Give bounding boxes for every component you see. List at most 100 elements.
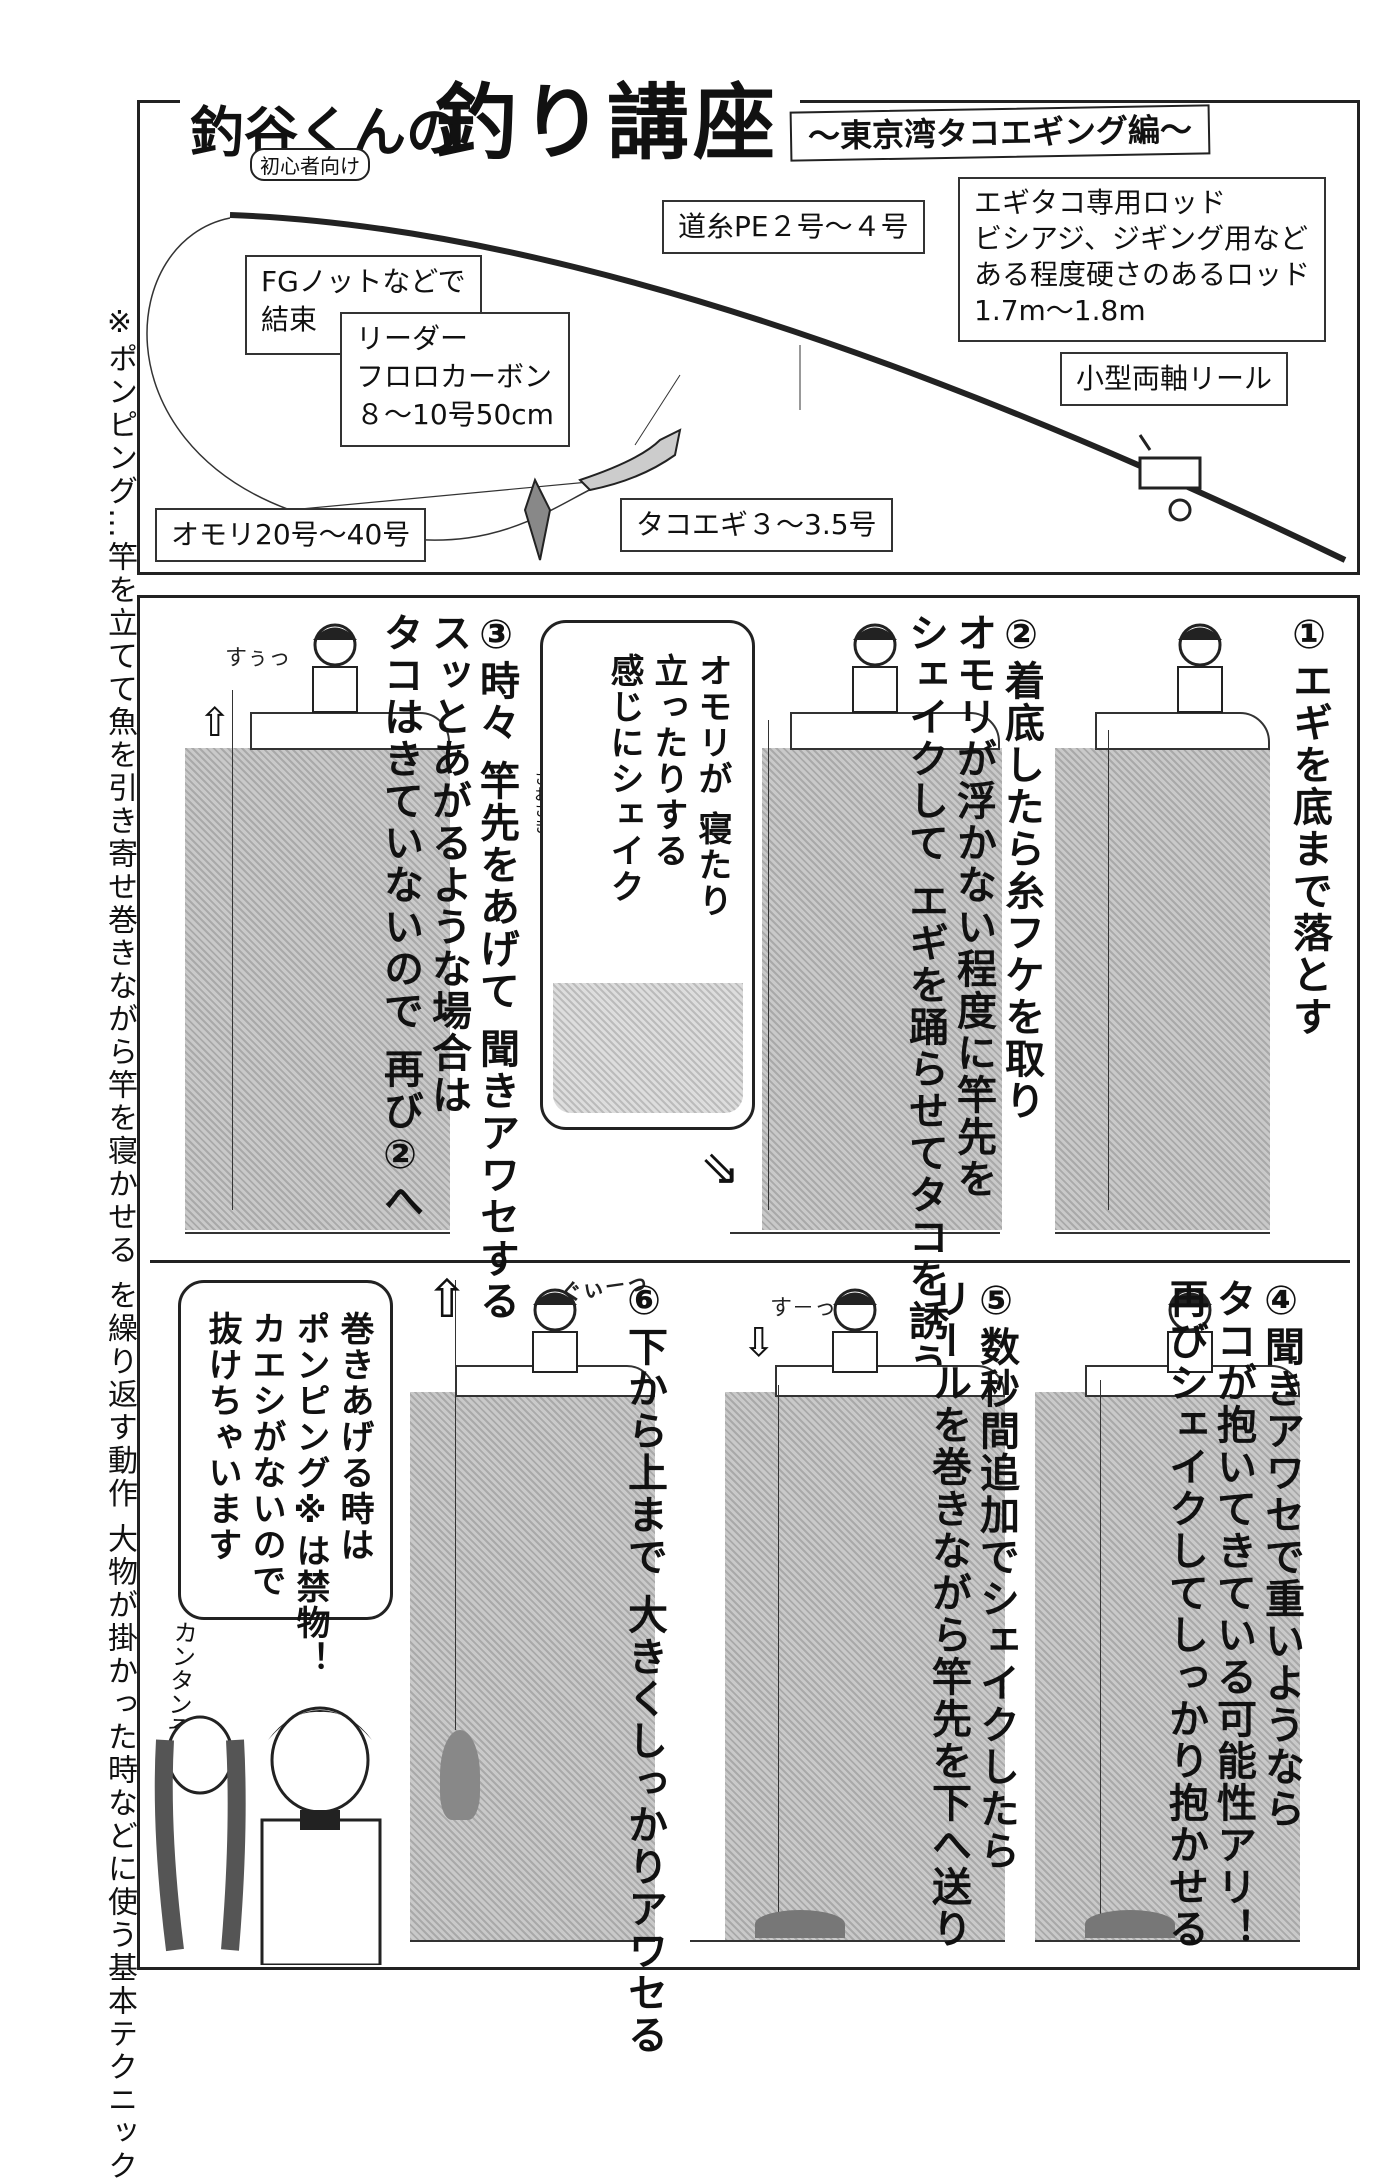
title-block: 釣谷くんの 初心者向け 釣り講座 xyxy=(180,48,800,181)
step2-line-2: オモリが浮かない程度に竿先を xyxy=(950,612,996,1200)
water-step3 xyxy=(185,748,450,1230)
pier-step2 xyxy=(790,712,1000,750)
angler-step1 xyxy=(1177,623,1223,713)
step4-line-1: 聞きアワセで重いようなら xyxy=(1258,1326,1304,1830)
up-arrow-icon: ⇧ xyxy=(198,700,232,746)
angler-step6 xyxy=(532,1288,578,1373)
step3-line-1: 時々 竿先をあげて 聞きアワセする xyxy=(473,660,519,1322)
leader-line xyxy=(289,479,611,511)
step5-line-1: 数秒間追加でシェイクしたら xyxy=(973,1326,1019,1872)
step2-number: ② xyxy=(998,612,1044,660)
knot-label-line-1: FGノットなどで xyxy=(261,265,466,298)
rod-label: エギタコ専用ロッド ビシアジ、ジギング用など ある程度硬さのあるロッド 1.7m… xyxy=(958,177,1327,342)
egi-label: タコエギ３〜3.5号 xyxy=(620,498,893,552)
shake-line-2: 立ったりする xyxy=(648,653,688,869)
sinker-label: オモリ20号〜40号 xyxy=(155,508,427,562)
step3-text: ③時々 竿先をあげて 聞きアワセする スッとあがるような場合は タコはきていない… xyxy=(377,612,520,1322)
leader-label-line-3: ８〜10号50cm xyxy=(356,398,554,431)
step1-text: ①エギを底まで落とす xyxy=(1285,612,1333,1232)
shake-illustration xyxy=(553,983,743,1113)
step5-number: ⑤ xyxy=(973,1278,1019,1326)
fishing-line-step1 xyxy=(1108,730,1109,1210)
step6-line-1: 下から上まで 大きくしっかりアワセる xyxy=(621,1326,667,2056)
sinker-icon xyxy=(523,477,552,561)
seabed-step5 xyxy=(690,1940,1005,1942)
seabed-step4 xyxy=(1035,1940,1300,1942)
characters-illustration xyxy=(154,1706,382,1965)
egi-icon xyxy=(578,428,682,492)
knot-label-line-2: 結束 xyxy=(261,303,318,336)
water-step4 xyxy=(1035,1392,1300,1940)
rod-label-line-2: ビシアジ、ジギング用など xyxy=(974,222,1309,255)
seabed-step1 xyxy=(1055,1232,1270,1234)
line-label: 道糸PE２号〜４号 xyxy=(662,200,925,254)
warning-line-1: 巻きあげる時は xyxy=(334,1311,374,1563)
step3-number: ③ xyxy=(473,612,519,660)
shake-bubble: オモリが 寝たり 立ったりする 感じにシェイク xyxy=(540,620,755,1130)
octopus-icon-step4 xyxy=(1085,1910,1175,1938)
leader-label: リーダー フロロカーボン ８〜10号50cm xyxy=(340,312,570,447)
octopus-icon-step6 xyxy=(440,1730,480,1820)
warning-line-4: 抜けちゃいます xyxy=(202,1311,242,1563)
fishing-line-step4 xyxy=(1100,1380,1101,1920)
seabed-step3 xyxy=(185,1232,450,1234)
reel-icon xyxy=(1138,434,1202,522)
fishing-line-step2 xyxy=(768,720,769,1210)
pier-step5 xyxy=(775,1365,1005,1397)
pier-step1 xyxy=(1095,712,1270,750)
warning-line-2: ポンピング※は禁物！ xyxy=(290,1311,330,1677)
water-step1 xyxy=(1055,748,1270,1230)
warning-bubble: 巻きあげる時は ポンピング※は禁物！ カエシがないので 抜けちゃいます xyxy=(178,1280,393,1677)
water-step6 xyxy=(410,1392,655,1940)
water-step2 xyxy=(762,748,1002,1230)
step4-line-2: タコが抱いてきている可能性アリ！ xyxy=(1210,1278,1256,1950)
fishing-line-step6 xyxy=(455,1280,456,1730)
angler-step2 xyxy=(852,623,898,713)
step1-number: ① xyxy=(1286,612,1332,660)
reel-label: 小型両軸リール xyxy=(1060,352,1289,406)
girl-character xyxy=(154,1715,246,1952)
fishing-line-step5 xyxy=(778,1385,779,1925)
fishing-line-step3 xyxy=(232,690,233,1210)
step3-line-3: タコはきていないので 再び②へ xyxy=(377,612,423,1222)
angler-step3 xyxy=(312,623,358,713)
shake-line-3: 感じにシェイク xyxy=(604,653,644,905)
seabed-step6 xyxy=(410,1940,655,1942)
leader-label-line-1: リーダー xyxy=(356,322,469,355)
step2-line-1: 着底したら糸フケを取り xyxy=(998,660,1044,1122)
side-footnote: ※ポンピング…竿を立てて魚を引き寄せ巻きながら竿を寝かせる を繰り返す動作 大物… xyxy=(102,305,137,2183)
rod-label-line-4: 1.7m〜1.8m xyxy=(974,294,1146,327)
big-up-arrow-icon: ⇧ xyxy=(425,1270,469,1330)
seabed-step2 xyxy=(730,1232,1000,1234)
subtitle-box: 〜東京湾タコエギング編〜 xyxy=(789,104,1211,162)
warning-bubble-text: 巻きあげる時は ポンピング※は禁物！ カエシがないので 抜けちゃいます xyxy=(200,1311,376,1677)
step4-number: ④ xyxy=(1258,1278,1304,1326)
rod-label-line-1: エギタコ専用ロッド xyxy=(974,186,1227,219)
shake-line-1: オモリが 寝たり xyxy=(692,653,732,919)
shake-bubble-text: オモリが 寝たり 立ったりする 感じにシェイク xyxy=(602,653,734,953)
step6-number: ⑥ xyxy=(621,1278,667,1326)
angler-step4 xyxy=(1167,1288,1213,1373)
bubble-arrow-icon: ⇘ xyxy=(700,1140,741,1196)
step2-line-3: シェイクして エギを踊らせてタコを誘う xyxy=(902,612,948,1384)
step2-text: ②着底したら糸フケを取り オモリが浮かない程度に竿先を シェイクして エギを踊ら… xyxy=(902,612,1045,1384)
title-small: 初心者向け xyxy=(250,148,370,181)
octopus-icon-step5 xyxy=(755,1910,845,1938)
step4-text: ④聞きアワセで重いようなら タコが抱いてきている可能性アリ！ 再びシェイクしてし… xyxy=(1162,1278,1305,1950)
step3-line-2: スッとあがるような場合は xyxy=(425,612,471,1116)
title-part2: 釣り講座 xyxy=(435,75,780,171)
leader-label-line-2: フロロカーボン xyxy=(356,360,553,393)
step6-text: ⑥下から上まで 大きくしっかりアワセる xyxy=(620,1278,668,2056)
boy-character xyxy=(260,1706,382,1965)
sfx-suu-2: す－っ xyxy=(770,1296,837,1321)
sfx-suu-1: すぅっ xyxy=(225,646,291,671)
row-divider xyxy=(150,1260,1350,1263)
step5-line-2: リールを巻きながら竿先を下へ送り xyxy=(925,1278,971,1950)
water-step5 xyxy=(725,1392,1005,1940)
rod-label-line-3: ある程度硬さのあるロッド xyxy=(974,258,1311,291)
warning-line-3: カエシがないので xyxy=(246,1311,286,1599)
step5-text: ⑤数秒間追加でシェイクしたら リールを巻きながら竿先を下へ送り xyxy=(925,1278,1020,1950)
down-arrow-icon: ⇩ xyxy=(742,1320,776,1366)
step1-line-1: エギを底まで落とす xyxy=(1286,660,1332,1038)
step4-line-3: 再びシェイクしてしっかり抱かせる xyxy=(1162,1278,1208,1950)
